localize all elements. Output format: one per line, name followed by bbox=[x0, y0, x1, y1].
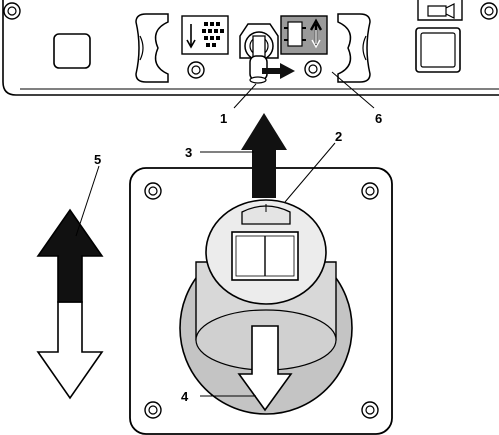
lower-implement-icon bbox=[181, 15, 229, 55]
horn-icon bbox=[415, 0, 463, 73]
toggle-switch-icon bbox=[239, 23, 279, 84]
plate-screw-tl bbox=[144, 182, 162, 200]
callout-3: 3 bbox=[185, 145, 192, 160]
double-direction-arrow bbox=[36, 208, 104, 400]
callout-4: 4 bbox=[181, 389, 189, 404]
callout-1: 1 bbox=[220, 111, 227, 126]
control-panel bbox=[2, 0, 499, 96]
bracket-right bbox=[337, 13, 371, 83]
toggle-direction-arrow bbox=[262, 63, 295, 79]
raise-implement-icon bbox=[280, 15, 328, 55]
blank-switch bbox=[53, 33, 91, 69]
panel-screw-mid-right bbox=[304, 60, 322, 78]
callout-6: 6 bbox=[375, 111, 382, 126]
callout-5: 5 bbox=[94, 152, 101, 167]
panel-screw-left bbox=[3, 2, 21, 20]
push-up-arrow bbox=[241, 113, 287, 198]
plate-screw-tr bbox=[361, 182, 379, 200]
bracket-left bbox=[135, 13, 169, 83]
push-down-arrow bbox=[237, 325, 293, 412]
panel-outline bbox=[2, 0, 499, 96]
switch-top-tab bbox=[241, 205, 291, 225]
panel-screw-mid-left bbox=[187, 61, 205, 79]
panel-screw-right bbox=[480, 2, 498, 20]
callout-leaders bbox=[75, 71, 375, 397]
plate-screw-bl bbox=[144, 401, 162, 419]
plate-screw-br bbox=[361, 401, 379, 419]
callout-2: 2 bbox=[335, 129, 342, 144]
